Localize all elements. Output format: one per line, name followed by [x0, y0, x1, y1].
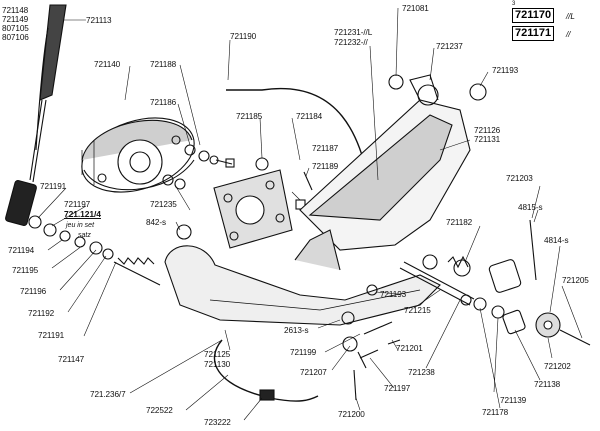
fastener-group-721186	[162, 144, 235, 190]
nut-721185	[255, 157, 269, 171]
label-721193-top: 721193	[492, 66, 519, 75]
label-721238: 721238	[408, 368, 435, 377]
label-721188: 721188	[150, 60, 177, 69]
label-807105: 807105	[2, 24, 29, 33]
label-721202: 721202	[544, 362, 571, 371]
cable-721113	[35, 27, 49, 151]
label-721187: 721187	[312, 144, 339, 153]
label-807106: 807106	[2, 33, 29, 42]
label-721148: 721148	[2, 6, 29, 15]
legend-suffix-a: //L	[566, 12, 575, 21]
legend-code-a: 721170	[512, 8, 555, 23]
legend-suffix-b: //	[566, 30, 571, 39]
bolt-721200	[353, 369, 357, 401]
label-721140: 721140	[94, 60, 121, 69]
legend-code-b: 721171	[512, 26, 555, 41]
label-721215: 721215	[404, 306, 431, 315]
rod-721215	[399, 261, 475, 306]
note-set-line2: satz	[78, 232, 91, 239]
label-721197-a: 721197	[64, 200, 91, 209]
label-721191-a: 721191	[40, 182, 67, 191]
label-721195: 721195	[12, 266, 39, 275]
throttle-rod-assembly	[5, 4, 67, 227]
bolt-721201	[387, 339, 401, 345]
label-721194: 721194	[8, 246, 35, 255]
label-721138: 721138	[534, 380, 561, 389]
label-721126: 721126	[474, 126, 501, 135]
bolt-4815	[529, 219, 537, 281]
label-721199: 721199	[290, 348, 317, 357]
label-721131: 721131	[474, 135, 501, 144]
nut-721081	[388, 74, 404, 90]
label-721203: 721203	[506, 174, 533, 183]
label-721193-lower: 721193	[380, 290, 407, 299]
label-721113: 721113	[86, 16, 112, 25]
label-721189: 721189	[312, 162, 339, 171]
label-721200: 721200	[338, 410, 365, 419]
washers-721138	[460, 294, 526, 335]
label-721184: 721184	[296, 112, 323, 121]
label-721186: 721186	[150, 98, 177, 107]
label-721192: 721192	[28, 309, 55, 318]
plate-721184	[213, 169, 293, 249]
label-4815-s: 4815-s	[518, 203, 543, 212]
label-721207: 721207	[300, 368, 327, 377]
label-721147: 721147	[58, 355, 85, 364]
label-721232: 721232-//	[334, 38, 368, 47]
leader-lines	[37, 7, 583, 421]
label-721196: 721196	[20, 287, 47, 296]
label-721185: 721185	[236, 112, 263, 121]
nut-842	[176, 224, 192, 240]
label-721190: 721190	[230, 32, 257, 41]
spring-assembly-721182	[422, 254, 471, 277]
label-4814-s: 4814-s	[544, 236, 569, 245]
note-set-line1: jeu in set	[66, 222, 95, 229]
label-721081: 721081	[402, 4, 429, 13]
label-721235: 721235	[150, 200, 177, 209]
connector-723222	[259, 389, 275, 401]
label-2613-s: 2613-s	[284, 326, 309, 335]
label-723222: 723222	[204, 418, 231, 427]
label-set-721121: 721.121/4	[64, 209, 101, 219]
label-721149: 721149	[2, 15, 29, 24]
label-842-s: 842-s	[146, 218, 166, 227]
label-721197-b: 721197	[384, 384, 411, 393]
pedal-lever-721125	[164, 229, 441, 326]
reservoir-721140	[81, 117, 195, 193]
label-721139: 721139	[500, 396, 527, 405]
label-721231: 721231-//L	[334, 28, 373, 37]
washer-721207	[342, 336, 358, 352]
label-722522: 722522	[146, 406, 173, 415]
label-721178: 721178	[482, 408, 509, 417]
nut-2613	[341, 311, 355, 325]
tube-721203	[488, 259, 522, 293]
label-721237: 721237	[436, 42, 463, 51]
washer-stack-left	[28, 215, 114, 260]
label-721205: 721205	[562, 276, 589, 285]
spring-721147	[113, 257, 161, 286]
legend-mark: 3	[512, 1, 516, 7]
screw-721199	[363, 321, 393, 335]
pedal-bracket-721231	[299, 74, 471, 251]
label-721201: 721201	[396, 344, 423, 353]
label-721191-b: 721191	[38, 331, 65, 340]
label-721125: 721125	[204, 350, 231, 359]
bolt-721197	[357, 349, 379, 369]
label-721182: 721182	[446, 218, 473, 227]
nut-721193-lower	[366, 284, 378, 296]
washer-721193	[469, 83, 487, 101]
pin-721189	[303, 171, 313, 191]
bracket-4814	[535, 312, 591, 346]
label-721130: 721130	[204, 360, 231, 369]
label-721-236-7: 721.236/7	[90, 390, 126, 399]
